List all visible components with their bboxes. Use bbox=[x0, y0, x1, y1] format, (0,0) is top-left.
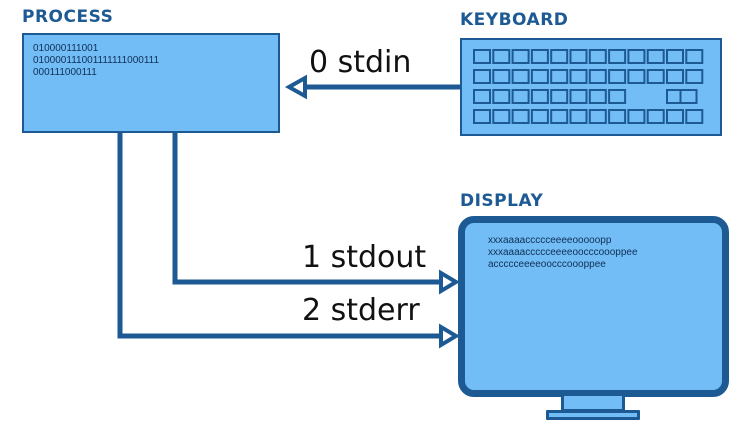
keyboard-key-icon bbox=[473, 89, 491, 104]
keyboard-key-icon bbox=[550, 49, 569, 64]
keyboard-key-icon bbox=[646, 69, 665, 84]
keyboard-key-icon bbox=[511, 69, 530, 84]
monitor-screen: xxxaaaaccccceeeeooooopp xxxaaaaccccceeee… bbox=[458, 216, 729, 397]
display-heading: DISPLAY bbox=[460, 191, 544, 211]
keyboard-key-icon bbox=[679, 89, 698, 104]
keyboard-key-icon bbox=[550, 69, 569, 84]
monitor-base-icon bbox=[546, 410, 640, 420]
keyboard-key-icon bbox=[666, 109, 684, 124]
display-line: accccceeeeoocccoooppee bbox=[488, 259, 606, 270]
keyboard-key-icon bbox=[666, 49, 684, 64]
keyboard-icon bbox=[473, 49, 704, 124]
keyboard-key-icon bbox=[492, 49, 511, 64]
process-line: 000111000111 bbox=[33, 67, 97, 78]
keyboard-key-icon bbox=[685, 69, 704, 84]
stdout-arrow-line bbox=[172, 133, 446, 285]
stdin-label: 0 stdin bbox=[309, 45, 412, 80]
stderr-label: 2 stderr bbox=[302, 293, 420, 328]
keyboard-box bbox=[460, 38, 722, 136]
keyboard-key-icon bbox=[473, 49, 491, 64]
keyboard-key-icon bbox=[492, 89, 511, 104]
keyboard-key-icon bbox=[569, 109, 588, 124]
keyboard-key-icon bbox=[473, 69, 491, 84]
keyboard-key-icon bbox=[569, 49, 588, 64]
keyboard-key-icon bbox=[550, 89, 569, 104]
keyboard-key-icon bbox=[473, 109, 491, 124]
display-line: xxxaaaaccccceeeeooooopp bbox=[488, 235, 612, 246]
keyboard-key-icon bbox=[569, 69, 588, 84]
keyboard-key-icon bbox=[588, 89, 607, 104]
stdout-arrow-head-icon bbox=[439, 269, 460, 295]
keyboard-key-icon bbox=[530, 89, 549, 104]
keyboard-heading: KEYBOARD bbox=[460, 10, 569, 30]
stderr-arrow-line bbox=[117, 133, 446, 339]
keyboard-key-icon bbox=[550, 109, 569, 124]
keyboard-key-icon bbox=[608, 49, 627, 64]
keyboard-key-icon bbox=[685, 49, 704, 64]
display-line: xxxaaaaccccceeeeoocccoooppee bbox=[488, 247, 638, 258]
process-heading: PROCESS bbox=[22, 7, 114, 27]
keyboard-key-icon bbox=[666, 69, 684, 84]
stdout-label: 1 stdout bbox=[302, 240, 427, 275]
keyboard-key-icon bbox=[530, 109, 549, 124]
keyboard-key-icon bbox=[530, 69, 549, 84]
keyboard-key-icon bbox=[530, 49, 549, 64]
keyboard-key-icon bbox=[588, 69, 607, 84]
keyboard-key-icon bbox=[511, 49, 530, 64]
process-box: 010000111001 010000111001111111000111 00… bbox=[22, 33, 280, 133]
process-line: 010000111001111111000111 bbox=[33, 55, 160, 66]
keyboard-key-icon bbox=[608, 109, 627, 124]
keyboard-key-icon bbox=[588, 109, 607, 124]
keyboard-key-icon bbox=[627, 49, 646, 64]
keyboard-key-icon bbox=[608, 89, 627, 104]
keyboard-key-icon bbox=[608, 69, 627, 84]
process-line: 010000111001 bbox=[33, 43, 99, 54]
keyboard-key-icon bbox=[685, 109, 704, 124]
keyboard-key-icon bbox=[569, 89, 588, 104]
keyboard-key-icon bbox=[492, 69, 511, 84]
display-text: xxxaaaaccccceeeeooooopp xxxaaaaccccceeee… bbox=[488, 235, 638, 271]
keyboard-key-icon bbox=[627, 69, 646, 84]
process-binary-text: 010000111001 010000111001111111000111 00… bbox=[33, 43, 159, 79]
keyboard-key-icon bbox=[492, 109, 511, 124]
stderr-arrow-head-icon bbox=[439, 323, 460, 349]
keyboard-key-icon bbox=[588, 49, 607, 64]
keyboard-key-icon bbox=[511, 109, 530, 124]
stdin-arrow-head-icon bbox=[284, 74, 307, 100]
keyboard-key-icon bbox=[627, 109, 646, 124]
keyboard-key-icon bbox=[511, 89, 530, 104]
keyboard-key-icon bbox=[646, 109, 665, 124]
keyboard-key-icon bbox=[646, 49, 665, 64]
